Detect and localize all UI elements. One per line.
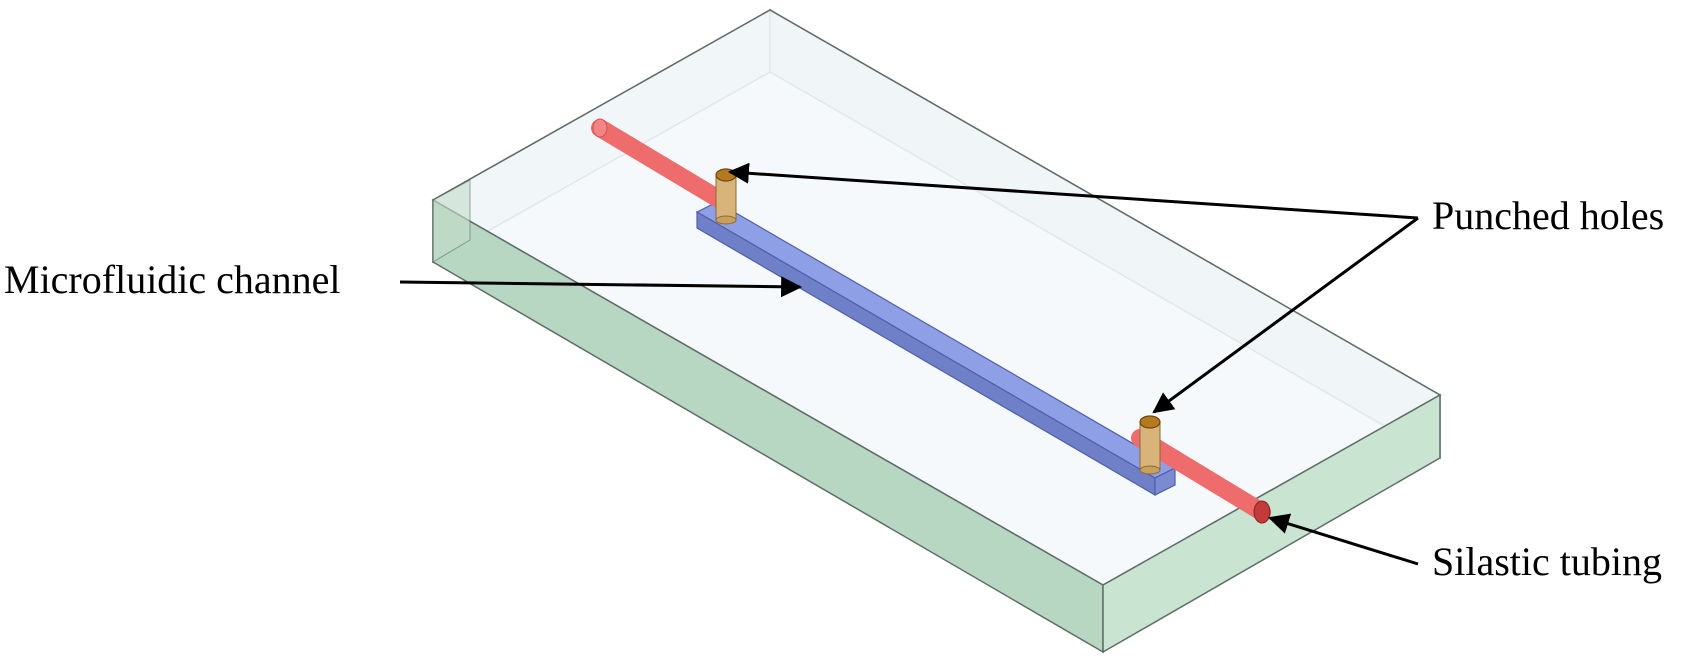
microfluidic-channel-shape [695, 201, 1177, 497]
tubing-left-end [592, 118, 608, 138]
tubing-left [591, 118, 736, 213]
channel-end-face [1154, 467, 1176, 496]
arrow-microfluidic-channel [399, 276, 803, 298]
arrow-silastic-tubing [1267, 513, 1419, 566]
pdms-left-end-face [432, 179, 471, 263]
punched-hole-right [1139, 415, 1161, 475]
label-punched-holes: Punched holes [1432, 193, 1665, 238]
punched-hole-left [715, 168, 737, 225]
punched-hole-right-rim [1139, 415, 1161, 429]
arrow-punched-holes-left [727, 162, 1419, 220]
tubing-right-end [1253, 500, 1271, 524]
pdms-block [431, 8, 1442, 654]
callout-arrows [399, 162, 1419, 566]
label-microfluidic-channel: Microfluidic channel [4, 257, 341, 302]
arrow-punched-holes-right [1152, 216, 1419, 414]
label-silastic-tubing: Silastic tubing [1432, 539, 1662, 584]
